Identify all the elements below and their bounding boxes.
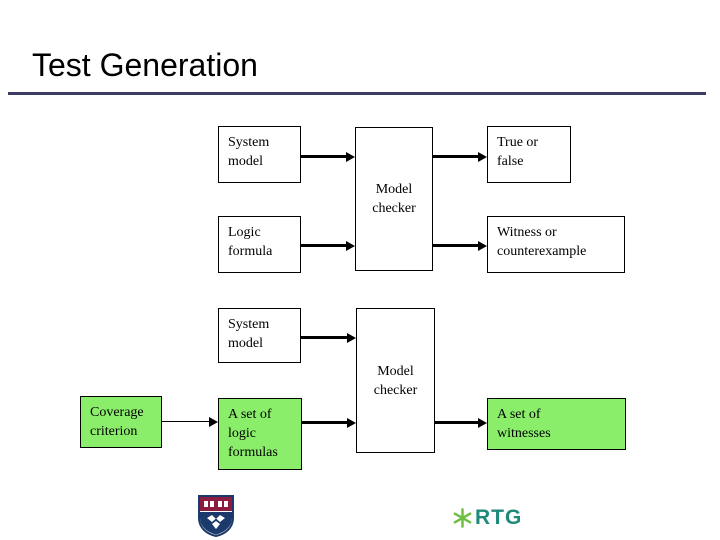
box-model-checker-top: Model checker xyxy=(355,127,433,271)
box-a-set-of-logic-formulas: A set of logic formulas xyxy=(218,398,302,470)
box-witness-or-counterexample: Witness or counterexample xyxy=(487,216,625,273)
box-logic-formula: Logic formula xyxy=(218,216,301,273)
box-a-set-of-witnesses: A set of witnesses xyxy=(487,398,626,450)
box-model-checker-bottom: Model checker xyxy=(356,308,435,453)
rtg-asterisk-icon xyxy=(453,508,472,528)
box-true-or-false: True or false xyxy=(487,126,571,183)
rtg-logo-text: RTG xyxy=(475,506,523,529)
page-title: Test Generation xyxy=(32,47,258,83)
penn-shield-logo xyxy=(197,494,235,538)
box-coverage-criterion: Coverage criterion xyxy=(80,396,162,448)
rtg-logo: RTG xyxy=(452,505,548,531)
box-system-model-bottom: System model xyxy=(218,308,301,363)
box-system-model-top: System model xyxy=(218,126,301,183)
title-divider xyxy=(8,92,706,95)
